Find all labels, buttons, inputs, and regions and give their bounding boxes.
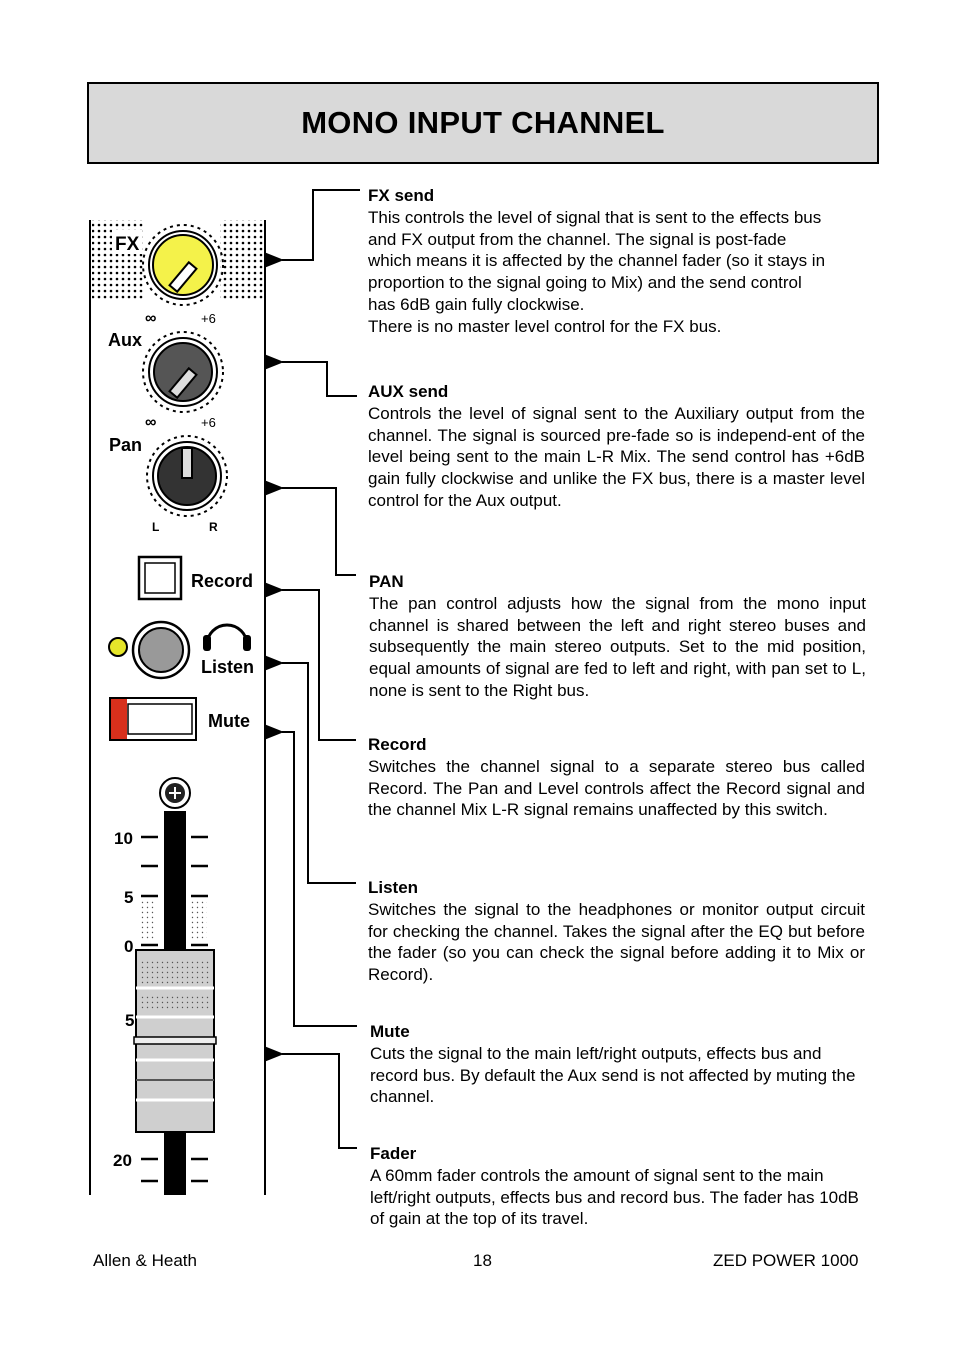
listen-label: Listen xyxy=(201,657,254,677)
headphones-icon xyxy=(203,623,251,651)
record-body: Switches the channel signal to a separat… xyxy=(368,756,865,820)
record-heading: Record xyxy=(368,735,427,754)
pan-body: The pan control adjusts how the signal f… xyxy=(369,593,866,700)
record-label: Record xyxy=(191,571,253,591)
scale-label-5: 5 xyxy=(124,888,133,907)
fader-body: A 60mm fader controls the amount of sign… xyxy=(370,1165,859,1229)
callout-lines xyxy=(264,189,360,1149)
aux-send-body: Controls the level of signal sent to the… xyxy=(368,403,865,510)
footer-right: ZED POWER 1000 xyxy=(713,1251,859,1270)
fader-scale-ticks xyxy=(141,835,208,1183)
grille-right xyxy=(220,220,265,300)
fx-send-line-3: which means it is affected by the channe… xyxy=(368,251,826,271)
fx-send-line-5: has 6dB gain fully clockwise. xyxy=(368,294,585,314)
record-switch[interactable] xyxy=(137,555,183,601)
section-pan: PAN The pan control adjusts how the sign… xyxy=(369,571,866,702)
fx-label: FX xyxy=(115,234,140,255)
pan-l-label: L xyxy=(152,520,159,534)
scale-label-20: 20 xyxy=(113,1151,132,1170)
mute-label: Mute xyxy=(208,711,250,731)
aux-min-label: ∞ xyxy=(145,414,156,431)
pan-label: Pan xyxy=(109,435,142,455)
pan-heading: PAN xyxy=(369,572,404,591)
fader-cap[interactable] xyxy=(133,949,217,1133)
fx-send-line-1: This controls the level of signal that i… xyxy=(368,207,822,227)
fx-send-line-6: There is no master level control for the… xyxy=(368,316,722,336)
pan-r-label: R xyxy=(209,520,218,534)
listen-switch[interactable] xyxy=(131,620,191,680)
callout-record xyxy=(264,582,356,741)
title-banner: MONO INPUT CHANNEL xyxy=(87,82,879,164)
listen-heading: Listen xyxy=(368,878,419,897)
fader-heading: Fader xyxy=(370,1144,417,1163)
page-title: MONO INPUT CHANNEL xyxy=(301,105,665,140)
listen-led xyxy=(108,637,128,657)
scale-label-0: 0 xyxy=(124,937,133,956)
section-mute: Mute Cuts the signal to the main left/ri… xyxy=(370,1021,868,1108)
fx-max-label: +6 xyxy=(201,311,216,326)
callout-pan xyxy=(264,480,356,576)
fx-send-line-2: and FX output from the channel. The sign… xyxy=(368,229,787,249)
footer-left: Allen & Heath xyxy=(93,1251,197,1270)
fx-min-label: ∞ xyxy=(145,310,156,327)
listen-body: Switches the signal to the headphones or… xyxy=(368,899,865,985)
section-listen: Listen Switches the signal to the headph… xyxy=(368,877,865,986)
aux-knob[interactable] xyxy=(142,331,224,413)
mute-body: Cuts the signal to the main left/right o… xyxy=(370,1043,856,1107)
footer-page-number: 18 xyxy=(473,1251,492,1270)
pan-knob[interactable] xyxy=(146,435,228,517)
mute-switch[interactable] xyxy=(109,697,197,741)
section-aux-send: AUX send Controls the level of signal se… xyxy=(368,381,865,512)
section-fader: Fader A 60mm fader controls the amount o… xyxy=(370,1143,868,1230)
callout-fader xyxy=(264,1046,357,1149)
fx-send-line-4: proportion to the signal going to Mix) a… xyxy=(368,273,802,293)
callout-listen xyxy=(264,655,356,884)
mute-heading: Mute xyxy=(370,1022,410,1041)
scale-label-10: 10 xyxy=(114,829,133,848)
scale-label-minus5: 5 xyxy=(125,1011,134,1030)
aux-send-heading: AUX send xyxy=(368,382,449,401)
fx-send-heading: FX send xyxy=(368,186,435,205)
callout-fx xyxy=(264,189,360,268)
section-record: Record Switches the channel signal to a … xyxy=(368,734,865,821)
callout-aux xyxy=(264,354,357,397)
aux-label: Aux xyxy=(108,330,142,350)
fx-knob[interactable] xyxy=(142,224,224,306)
aux-max-label: +6 xyxy=(201,415,216,430)
callout-mute xyxy=(264,724,357,1027)
section-fx-send: FX send This controls the level of signa… xyxy=(368,185,866,338)
